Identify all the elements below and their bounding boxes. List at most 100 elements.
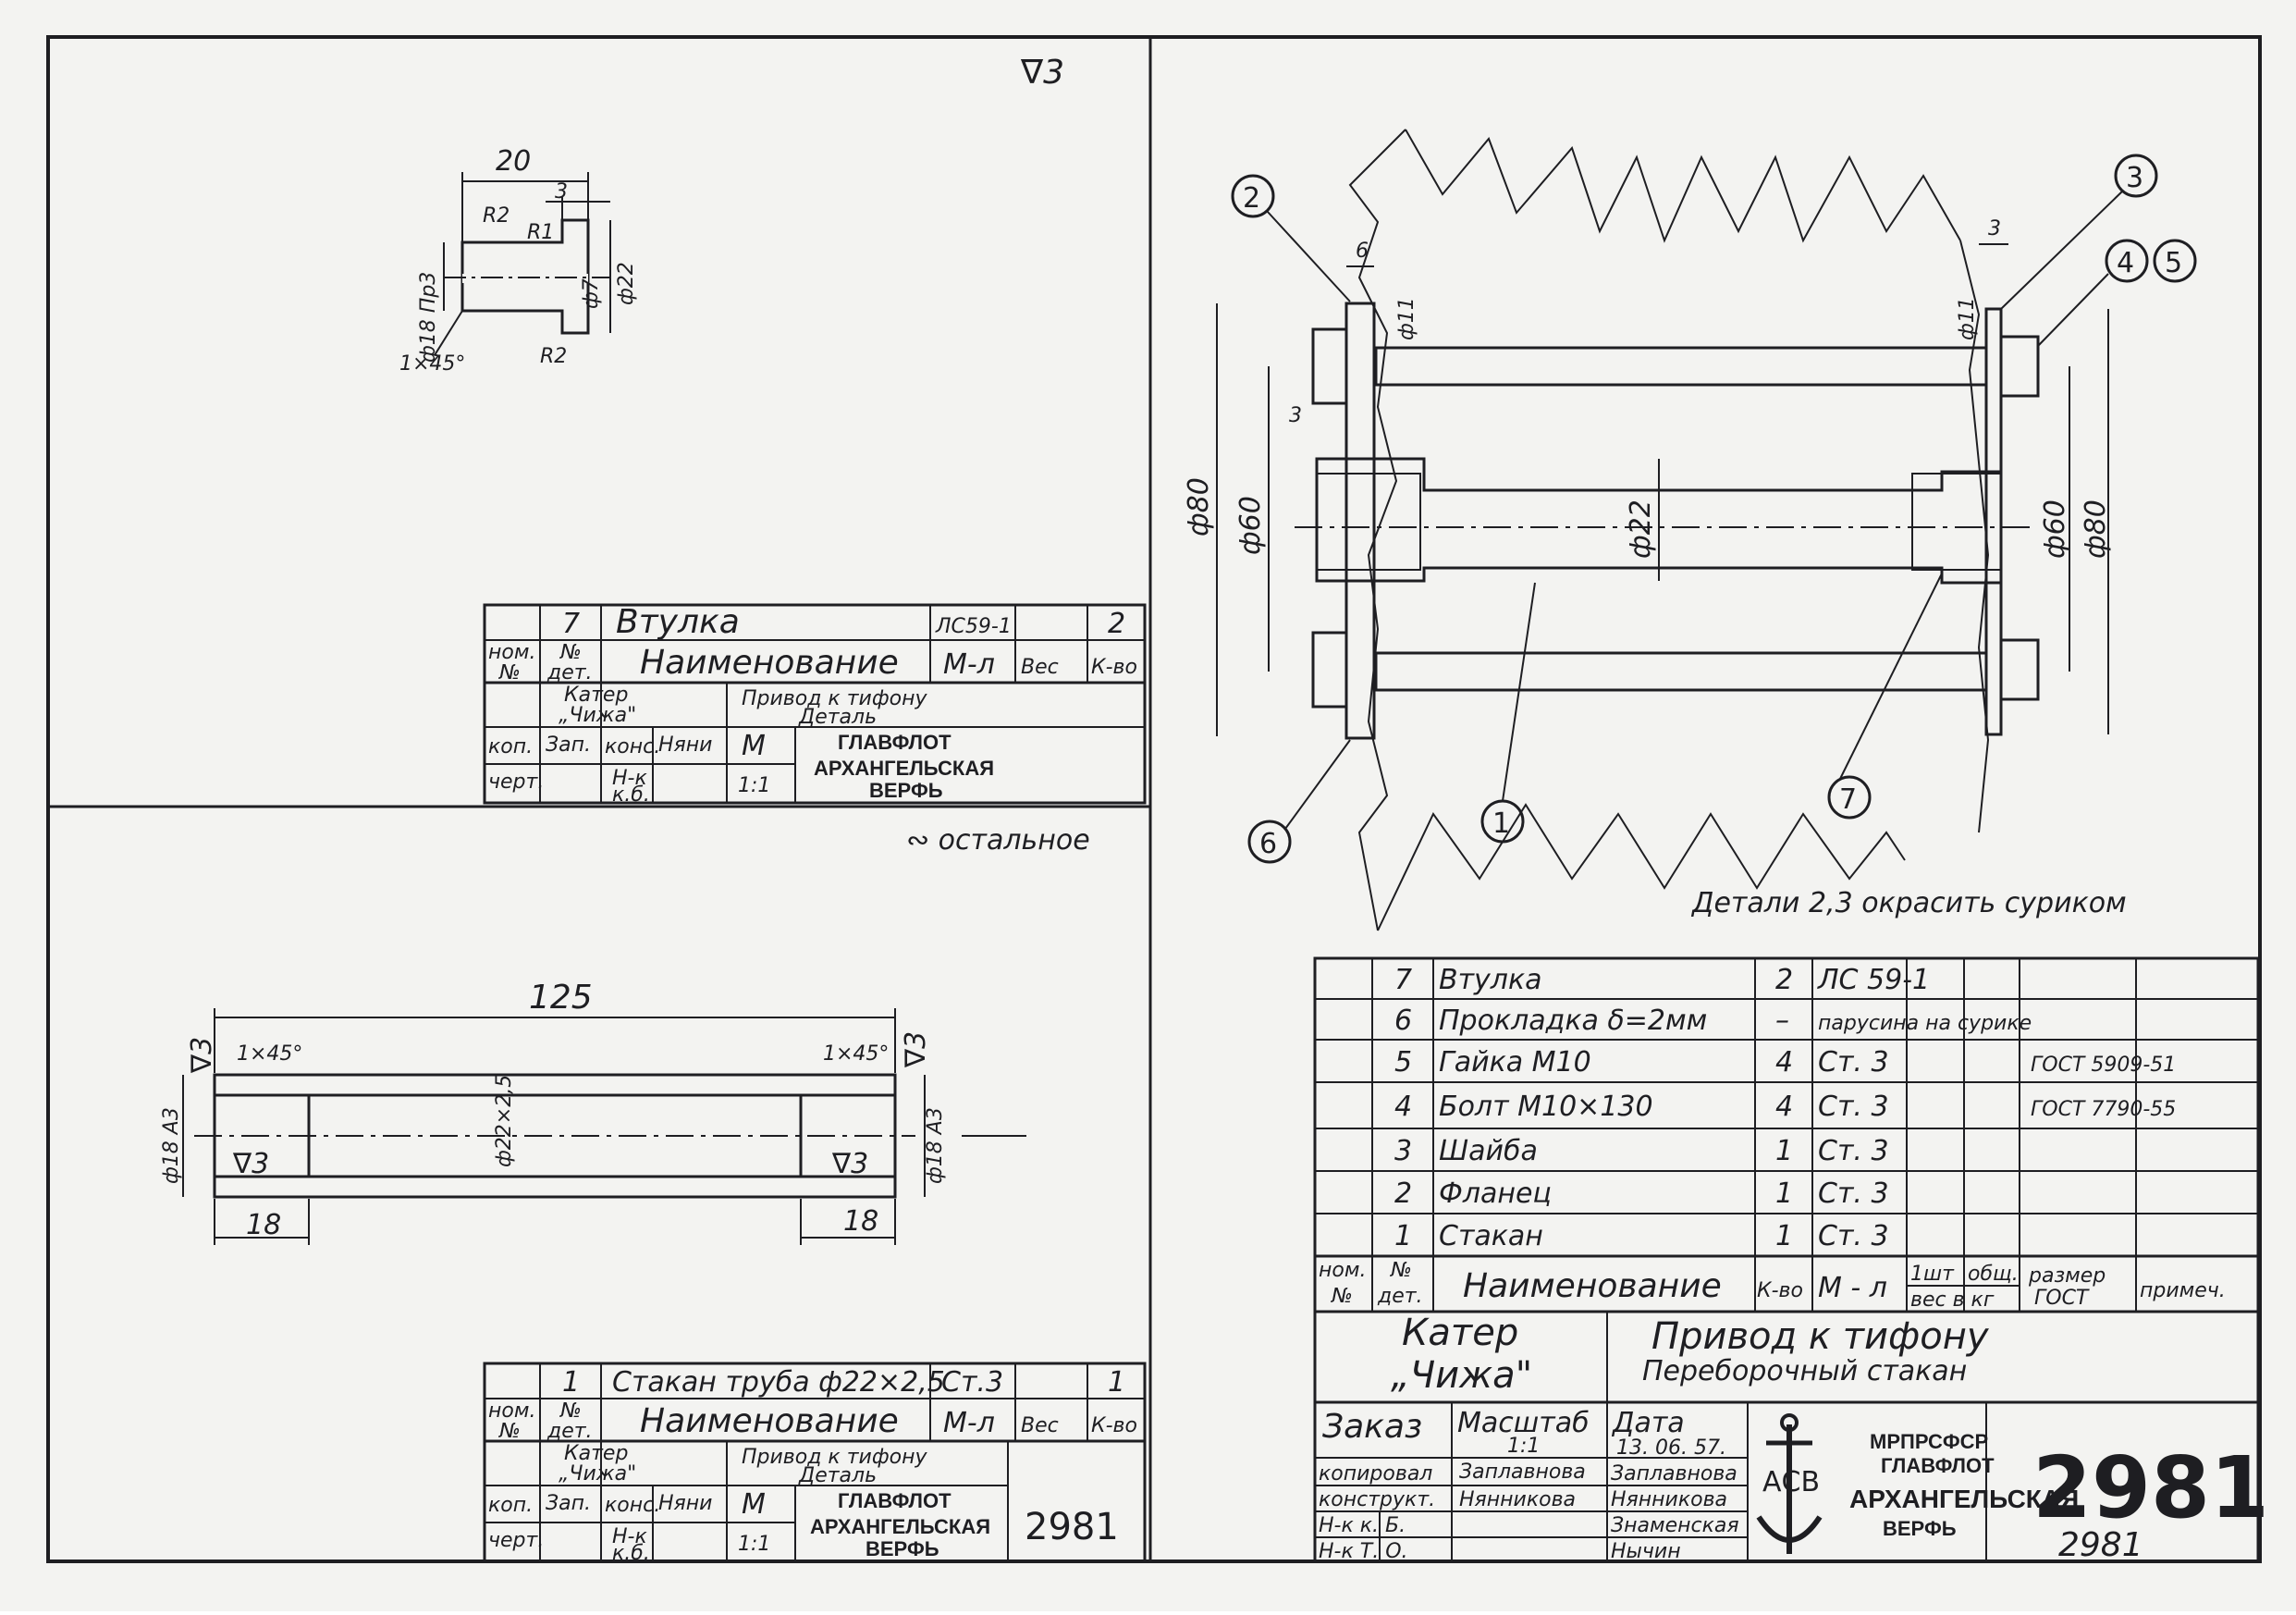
bushing-flange-dia: ф22 xyxy=(615,262,638,305)
washer-pcd: ф60 xyxy=(2039,499,2071,559)
spec-row-3-qty: 4 xyxy=(1775,1046,1793,1079)
flange-outer-dia: ф80 xyxy=(1183,477,1215,536)
sleeve-scale-label: М xyxy=(742,1488,766,1521)
sleeve-row-num: 1 xyxy=(562,1366,580,1399)
spec-row-6-material: Ст. 3 xyxy=(1818,1177,1889,1210)
bushing-drawing-2: Деталь xyxy=(798,706,877,729)
balloon-2: 2 xyxy=(1243,182,1260,215)
spec-row-1-name: Втулка xyxy=(1439,964,1542,996)
bushing-scale: 1:1 xyxy=(738,774,770,797)
washer-thickness: 3 xyxy=(1988,217,2001,240)
balloon-5: 5 xyxy=(2165,247,2182,279)
spec-head-nom: ном. xyxy=(1319,1259,1366,1282)
sleeve-org-1: ГЛАВФЛОТ xyxy=(838,1489,952,1512)
main-sheet-number-handwritten: 2981 xyxy=(2058,1526,2143,1564)
bushing-head-det: дет. xyxy=(546,661,593,684)
bolt-bottom xyxy=(1374,651,1988,692)
sleeve-title-block: 1 Стакан труба ф22×2,5 Ст.3 1 ном. № № д… xyxy=(483,1362,1147,1565)
sleeve-scale: 1:1 xyxy=(738,1533,770,1556)
bushing-title-block: 7 Втулка ЛС59-1 2 ном. № № дет. Наименов… xyxy=(483,603,1147,807)
main-name-4: Нычин xyxy=(1611,1540,1681,1563)
bushing-head-nom: ном. xyxy=(488,641,535,664)
sleeve-head-material: М-л xyxy=(943,1407,995,1439)
bushing-object-2: „Чижа" xyxy=(559,704,636,727)
sleeve-object-2: „Чижа" xyxy=(559,1462,636,1486)
sleeve-right-outer: ф18 А3 xyxy=(924,1107,947,1184)
bushing-chamfer: 1×45° xyxy=(399,352,465,376)
spec-row-3-name: Гайка М10 xyxy=(1439,1046,1591,1079)
sleeve-head-weight: Вес xyxy=(1021,1414,1059,1437)
sleeve-detail: 125 ∇3 ∇3 1×45° 1×45° ф18 А3 ф22×2,5 ф18… xyxy=(160,979,1026,1245)
bushing-row-qty: 2 xyxy=(1108,608,1125,640)
main-date-label: Дата xyxy=(1611,1407,1685,1439)
sleeve-kons: конс. xyxy=(605,1494,660,1517)
spec-row-2-name: Прокладка δ=2мм xyxy=(1439,1005,1707,1037)
sleeve-right-bore-length: 18 xyxy=(843,1205,878,1238)
spec-row-7-num: 1 xyxy=(1394,1220,1412,1252)
bushing-kons: конс. xyxy=(605,735,660,758)
bushing-sig1: Зап. xyxy=(546,734,591,757)
bushing-left-section xyxy=(1316,473,1421,571)
main-title-block: Катер „Чижа" Привод к тифону Переборочны… xyxy=(1313,1310,2269,1564)
sleeve-org-3: ВЕРФЬ xyxy=(866,1537,939,1560)
sleeve-object-1: Катер xyxy=(564,1442,628,1465)
bushing-org-2: АРХАНГЕЛЬСКАЯ xyxy=(814,757,994,780)
spec-row-7-qty: 1 xyxy=(1775,1220,1793,1252)
bushing-r1: R1 xyxy=(527,221,554,244)
bushing-bore-dia: ф7 xyxy=(580,278,603,309)
main-role-design: конструкт. xyxy=(1319,1488,1435,1511)
main-drawing-2: Переборочный стакан xyxy=(1642,1355,1967,1387)
bushing-length: 20 xyxy=(496,145,531,178)
nut-bottom xyxy=(1999,638,2040,701)
bushing-row-name: Втулка xyxy=(616,603,740,641)
washer-section xyxy=(1984,307,2003,736)
assembly-view: 2 3 4 5 6 1 7 6 3 ф11 ф11 3 ф80 ф60 ф22 … xyxy=(1183,129,2197,931)
sleeve-nk: Н-к xyxy=(612,1525,647,1548)
main-role-copy: копировал xyxy=(1319,1462,1432,1486)
sleeve-kop: коп. xyxy=(488,1494,533,1517)
assembly-note: Детали 2,3 окрасить суриком xyxy=(1690,887,2127,919)
sleeve-row-material: Ст.3 xyxy=(941,1366,1003,1399)
main-org-4: ВЕРФЬ xyxy=(1883,1517,1957,1540)
logo-letters: АСВ xyxy=(1762,1466,1820,1498)
main-scale-label: Масштаб xyxy=(1457,1407,1590,1439)
bushing-head-qty: К-во xyxy=(1091,656,1137,679)
spec-row-4-material: Ст. 3 xyxy=(1818,1091,1889,1123)
sleeve-head-no: № xyxy=(498,1420,521,1443)
bushing-section xyxy=(460,218,590,335)
bushing-detail: 20 3 R2 R1 R2 ф18 Пр3 ф7 ф22 1×45° xyxy=(399,145,638,376)
sleeve-head-det-no: № xyxy=(559,1399,582,1423)
bushing-kop: коп. xyxy=(488,735,533,758)
tube-outline xyxy=(1315,457,2003,585)
flange-thickness: 6 xyxy=(1356,240,1369,263)
bushing-drawing-1: Привод к тифону xyxy=(742,687,927,710)
main-order: Заказ xyxy=(1322,1408,1422,1446)
main-object-1: Катер xyxy=(1402,1312,1518,1354)
sleeve-head-det: дет. xyxy=(546,1420,593,1443)
top-roughness-symbol: ∇3 xyxy=(1020,54,1064,92)
main-signature-1: Заплавнова xyxy=(1459,1461,1586,1484)
main-name-2: Нянникова xyxy=(1611,1488,1727,1511)
sleeve-row-name: Стакан труба ф22×2,5 xyxy=(612,1366,945,1399)
bushing-row-material: ЛС59-1 xyxy=(935,615,1012,638)
sleeve-right-roughness: ∇3 xyxy=(900,1031,932,1068)
gasket-section xyxy=(1316,458,1347,582)
bushing-cher: черт. xyxy=(488,771,544,794)
sleeve-wall-top xyxy=(213,1073,897,1097)
main-org-2: ГЛАВФЛОТ xyxy=(1881,1454,1995,1477)
bushing-scale-label: М xyxy=(742,730,766,762)
sleeve-head-nom: ном. xyxy=(488,1399,535,1423)
spec-head-qty: К-во xyxy=(1757,1279,1803,1302)
sleeve-left-roughness: ∇3 xyxy=(186,1037,218,1074)
roughness-other-note: ∾ остальное xyxy=(906,824,1090,857)
sleeve-head-name: Наименование xyxy=(640,1402,899,1440)
bushing-kb: к.б. xyxy=(612,783,650,807)
main-drawing-1: Привод к тифону xyxy=(1651,1315,1990,1358)
spec-head-weight-3: вес в кг xyxy=(1910,1288,1995,1312)
balloon-3: 3 xyxy=(2126,162,2143,194)
spec-head-det: дет. xyxy=(1377,1285,1423,1308)
sleeve-tube-size: ф22×2,5 xyxy=(493,1075,516,1167)
